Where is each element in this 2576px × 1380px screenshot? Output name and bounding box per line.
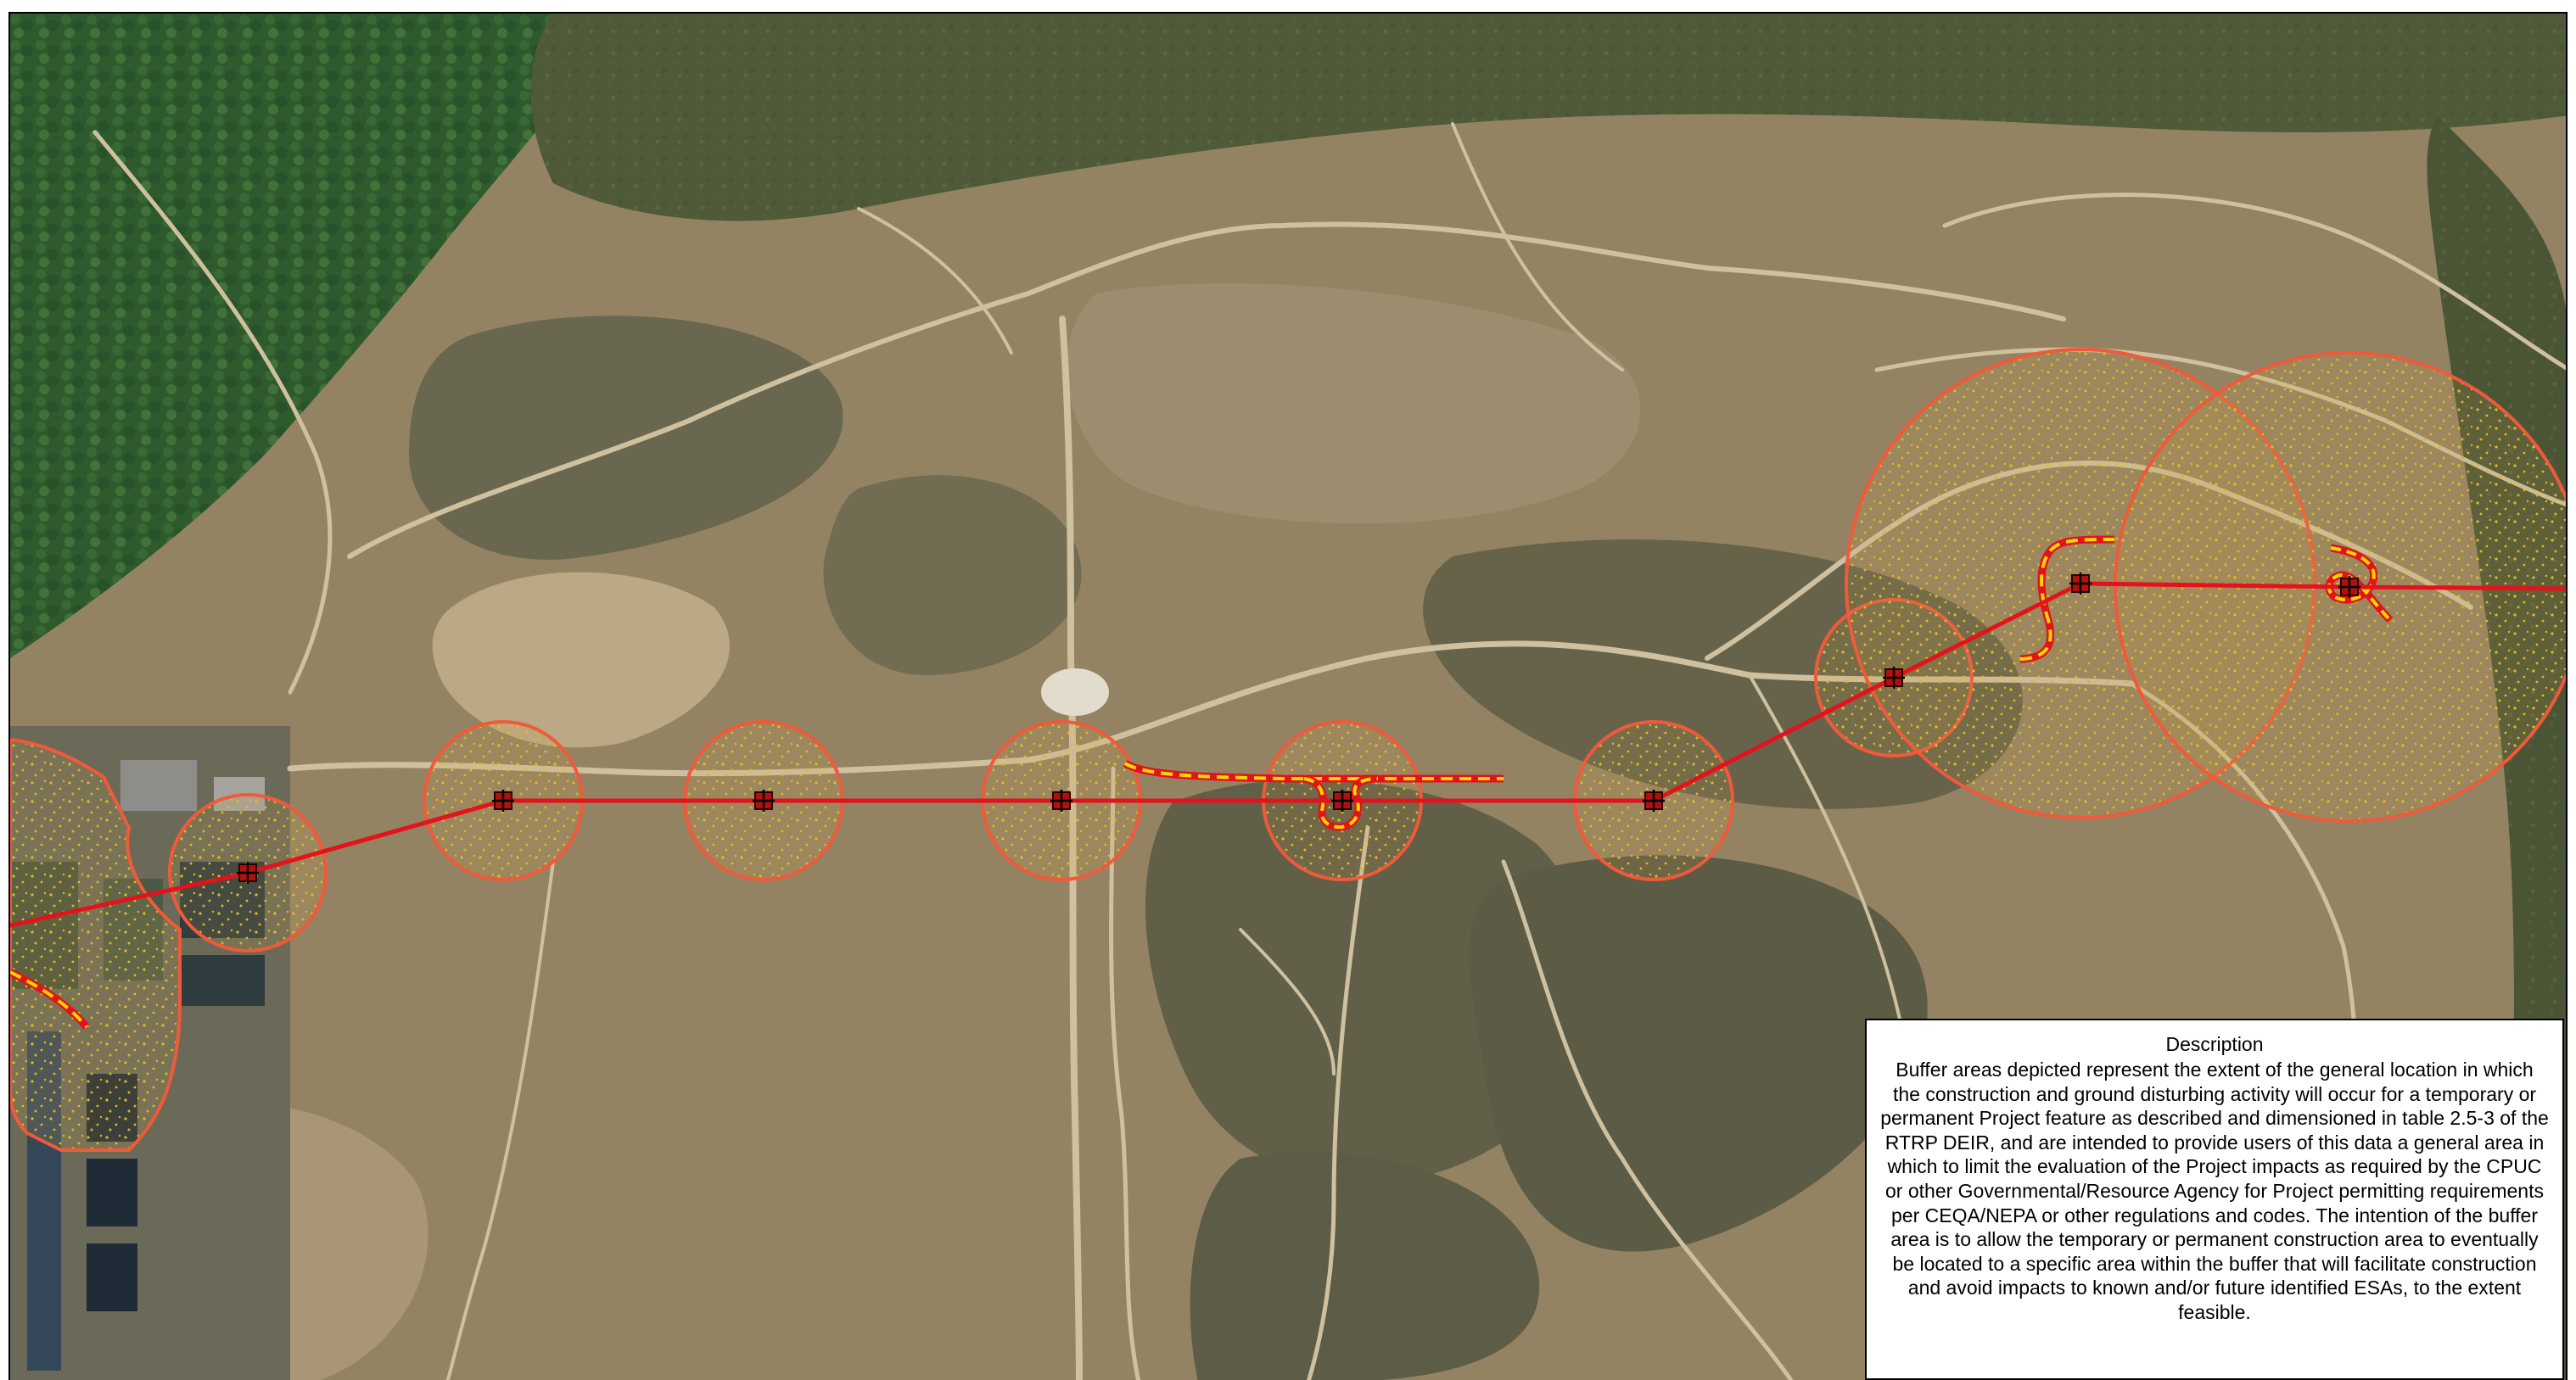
aerial-map[interactable]: [8, 12, 2568, 1380]
crosshair-square-icon[interactable]: [1883, 667, 1905, 689]
crosshair-square-icon[interactable]: [1643, 790, 1665, 812]
crosshair-square-icon[interactable]: [753, 790, 775, 812]
crosshair-square-icon[interactable]: [1050, 790, 1072, 812]
buffer-area-polygon: [10, 737, 182, 1152]
crosshair-square-icon[interactable]: [2069, 573, 2092, 595]
crosshair-square-icon[interactable]: [237, 862, 259, 884]
crosshair-square-icon[interactable]: [492, 790, 514, 812]
forest-area: [10, 14, 604, 658]
clearing: [1041, 668, 1109, 716]
description-body: Buffer areas depicted represent the exte…: [1880, 1059, 2549, 1323]
description-panel: Description Buffer areas depicted repres…: [1865, 1019, 2564, 1380]
structure-markers: [237, 573, 2360, 884]
aerial-imagery: [10, 14, 2566, 1380]
crosshair-square-icon[interactable]: [1331, 790, 1353, 812]
crosshair-square-icon[interactable]: [2338, 576, 2360, 598]
description-title: Description: [2165, 1033, 2264, 1055]
access-roads: [10, 535, 2394, 1030]
